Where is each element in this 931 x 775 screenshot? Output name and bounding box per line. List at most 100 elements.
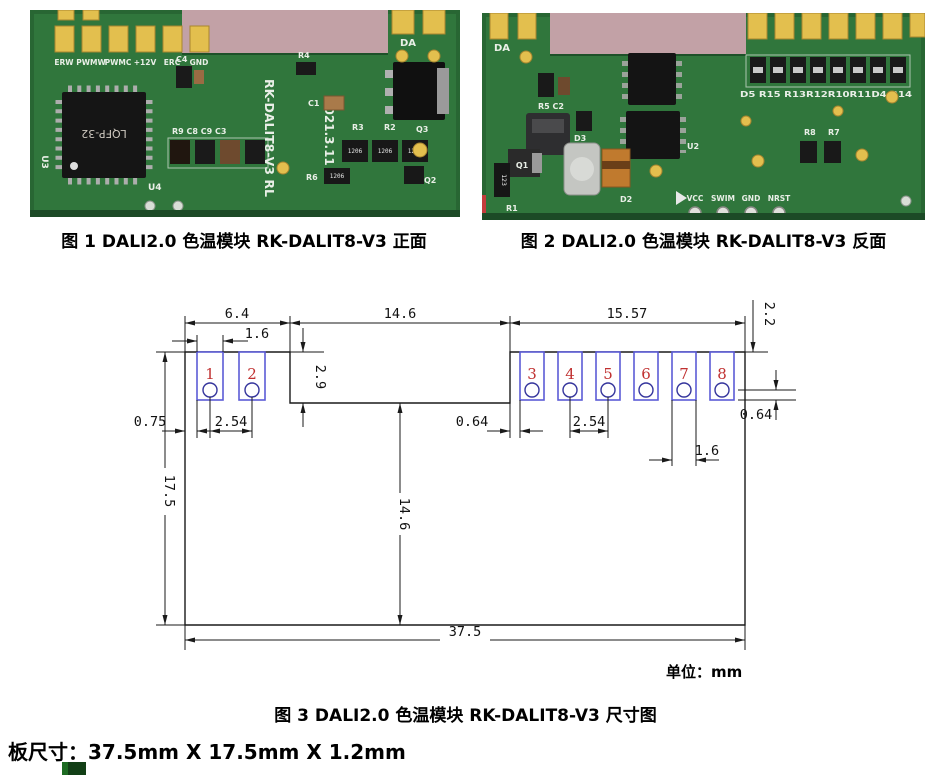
- dimension-drawing: 1 2 3 4 5: [134, 300, 796, 681]
- pin-label-pwmc: PWMC: [105, 58, 132, 67]
- dim-seg-right: 15.57: [607, 306, 648, 322]
- ref-q3: Q3: [416, 125, 428, 134]
- pin-label-erc: ERC: [164, 58, 181, 67]
- dimension-lines: [162, 300, 779, 643]
- pin-label-vcc: VCC: [687, 194, 704, 203]
- ref-rc-row: R9 C8 C9 C3: [172, 127, 226, 136]
- pin-label-gnd: GND: [190, 58, 209, 67]
- da-edge-pads: [489, 13, 537, 64]
- component-r6: 1206: [324, 168, 350, 184]
- via-pads: [649, 90, 912, 207]
- dim-seg-left: 6.4: [225, 306, 249, 322]
- pad-number: 1: [205, 365, 215, 383]
- ref-r7: R7: [828, 128, 840, 137]
- dim-pitch-right: 2.54: [573, 414, 606, 430]
- silkscreen-pin-labels: ERW PWMW PWMC +12V ERC GND: [54, 58, 208, 67]
- extension-lines: [156, 316, 796, 650]
- fig3-caption: 图 3 DALI2.0 色温模块 RK-DALIT8-V3 尺寸图: [274, 706, 657, 726]
- ref-d2: D2: [620, 195, 632, 204]
- pad-number: 7: [679, 365, 689, 383]
- photo-corner-mark: [482, 195, 486, 217]
- da-label: DA: [400, 38, 416, 49]
- component-d2: [601, 148, 631, 188]
- pin-label-gnd: GND: [742, 194, 761, 203]
- component-r4: [296, 62, 316, 75]
- dim-pad-width-right: 1.6: [695, 443, 719, 459]
- smd-code: 1206: [348, 148, 363, 155]
- resistor-row-labels: D5 R15 R13R12R10R11D4 R14: [740, 90, 912, 99]
- component-d1: [526, 113, 570, 155]
- ref-u2: U2: [687, 142, 699, 151]
- pin-label-erw: ERW: [54, 58, 74, 67]
- smd-code: 1206: [378, 148, 393, 155]
- pin-label-nrst: NRST: [768, 194, 791, 203]
- pad-number: 3: [527, 365, 537, 383]
- screenshot-artifact: [62, 762, 86, 775]
- dim-board-width: 37.5: [449, 624, 482, 640]
- da-label: DA: [494, 43, 510, 54]
- board-outline: [184, 351, 746, 626]
- pad-8: 8: [709, 351, 735, 401]
- pad-4: 4: [557, 351, 583, 401]
- pad-number: 6: [641, 365, 651, 383]
- component-marked-123: 123: [494, 163, 510, 197]
- component-marking: 123: [500, 174, 508, 186]
- dim-edge-to-pad-left: 0.75: [134, 414, 167, 430]
- dim-hole-offset-right: 0.64: [740, 407, 773, 423]
- component-c4: [176, 66, 204, 88]
- pin-label-12v: +12V: [134, 58, 157, 67]
- dim-pad-width-left: 1.6: [245, 326, 269, 342]
- ref-r3: R3: [352, 123, 364, 132]
- silkscreen-model: RK-DALIT8-V3 RL: [262, 79, 277, 197]
- dim-step-to-pad-right: 0.64: [456, 414, 489, 430]
- ref-r6: R6: [306, 173, 318, 182]
- pcb-back-photo: DA D5 R15 R13R12R10R11D4 R14 R8 R7: [482, 13, 925, 220]
- components-r5-c2: [538, 73, 570, 97]
- board-bottom-edge: [30, 210, 460, 217]
- dim-pitch-left: 2.54: [215, 414, 248, 430]
- component-d3: [576, 111, 592, 131]
- pad-number: 2: [247, 365, 257, 383]
- pad-3: 3: [519, 351, 545, 401]
- ref-r1: R1: [506, 204, 518, 213]
- ref-r4: R4: [298, 51, 310, 60]
- component-q3: [385, 62, 449, 120]
- board-size-text: 板尺寸：37.5mm X 17.5mm X 1.2mm: [8, 740, 406, 764]
- pcb-front-photo: ERW PWMW PWMC +12V ERC GND LQFP-32 U3 U4…: [30, 10, 460, 217]
- da-edge-pads: [391, 10, 446, 63]
- pad-7: 7: [671, 351, 697, 401]
- ref-u4: U4: [148, 183, 162, 193]
- ref-q1: Q1: [516, 161, 529, 170]
- component-u2: [620, 53, 686, 159]
- ref-r8: R8: [804, 128, 816, 137]
- pad-number: 5: [603, 365, 613, 383]
- board-bottom-edge: [482, 213, 925, 220]
- component-c1: [323, 95, 345, 111]
- ref-c1: C1: [308, 99, 320, 108]
- smd-code: 1206: [330, 173, 345, 180]
- pin-label-pwmw: PWMW: [76, 58, 106, 67]
- dim-board-height: 17.5: [161, 475, 177, 508]
- photo-background: [182, 10, 388, 55]
- component-q2: [404, 166, 424, 184]
- ref-r5c2: R5 C2: [538, 102, 564, 111]
- unit-label: 单位：mm: [666, 663, 742, 681]
- component-q1: [508, 149, 542, 177]
- ref-r2: R2: [384, 123, 396, 132]
- edge-pads-left: [54, 10, 210, 53]
- fig1-caption: 图 1 DALI2.0 色温模块 RK-DALIT8-V3 正面: [61, 232, 427, 252]
- pad-1: 1: [196, 351, 224, 401]
- resistor-row: [745, 54, 911, 88]
- ref-c4: C4: [176, 55, 188, 64]
- fig2-caption: 图 2 DALI2.0 色温模块 RK-DALIT8-V3 反面: [520, 232, 887, 252]
- ref-q2: Q2: [424, 176, 436, 185]
- ref-u3: U3: [39, 155, 49, 169]
- silkscreen-date: 2021.3.11: [322, 98, 336, 166]
- edge-pads-right: [747, 13, 925, 40]
- mcu-chip: LQFP-32: [55, 85, 153, 185]
- component-inductor: [563, 142, 601, 196]
- pin1-triangle-icon: [676, 191, 687, 205]
- pad-number: 8: [717, 365, 727, 383]
- pin-label-swim: SWIM: [711, 194, 735, 203]
